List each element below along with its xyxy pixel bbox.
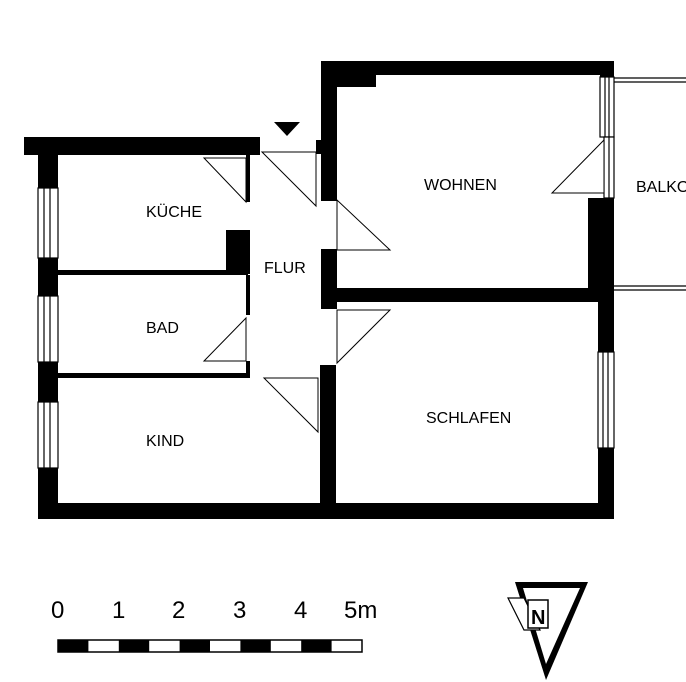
door-wohnen <box>336 198 392 251</box>
scale-label-4: 4 <box>294 597 307 624</box>
scale-segments <box>57 639 363 653</box>
scale-label-2: 2 <box>172 597 185 624</box>
scale-segment <box>301 640 332 652</box>
door-bad <box>202 316 247 362</box>
scale-segment <box>240 640 271 652</box>
door-entrance <box>260 151 317 208</box>
room-labels: KÜCHE WOHNEN FLUR BAD KIND SCHLAFEN BALK… <box>146 177 686 450</box>
scale-segment <box>179 640 210 652</box>
scale-bar: 0 1 2 3 4 5m <box>51 597 377 653</box>
entrance-arrow-icon <box>274 122 300 136</box>
door-kueche <box>202 157 247 204</box>
window-wohnen <box>599 76 615 138</box>
scale-label-1: 1 <box>112 597 125 624</box>
room-label-balkon: BALKON <box>636 179 686 196</box>
door-schlafen <box>336 309 392 365</box>
balcony <box>614 77 686 291</box>
scale-segment <box>118 640 150 652</box>
scale-label-3: 3 <box>233 597 246 624</box>
north-letter: N <box>531 607 545 629</box>
windows <box>37 76 615 469</box>
window-kueche <box>37 187 59 259</box>
balcony-door <box>603 136 615 199</box>
interior-walls <box>58 152 599 505</box>
door-swings <box>202 138 605 434</box>
room-label-kueche: KÜCHE <box>146 203 202 221</box>
window-schlafen <box>597 351 615 449</box>
room-label-flur: FLUR <box>264 260 306 277</box>
north-arrow-icon: N <box>507 582 588 680</box>
door-kind <box>262 377 319 434</box>
scale-label-0: 0 <box>51 597 64 624</box>
door-balcony <box>550 138 605 194</box>
scale-label-5m: 5m <box>344 597 377 624</box>
window-kind <box>37 401 59 469</box>
outer-walls <box>24 61 614 519</box>
window-bad <box>37 295 59 363</box>
room-label-bad: BAD <box>146 320 179 337</box>
room-label-kind: KIND <box>146 433 184 450</box>
room-label-wohnen: WOHNEN <box>424 177 497 194</box>
room-label-schlafen: SCHLAFEN <box>426 410 511 427</box>
scale-segment <box>58 640 89 652</box>
